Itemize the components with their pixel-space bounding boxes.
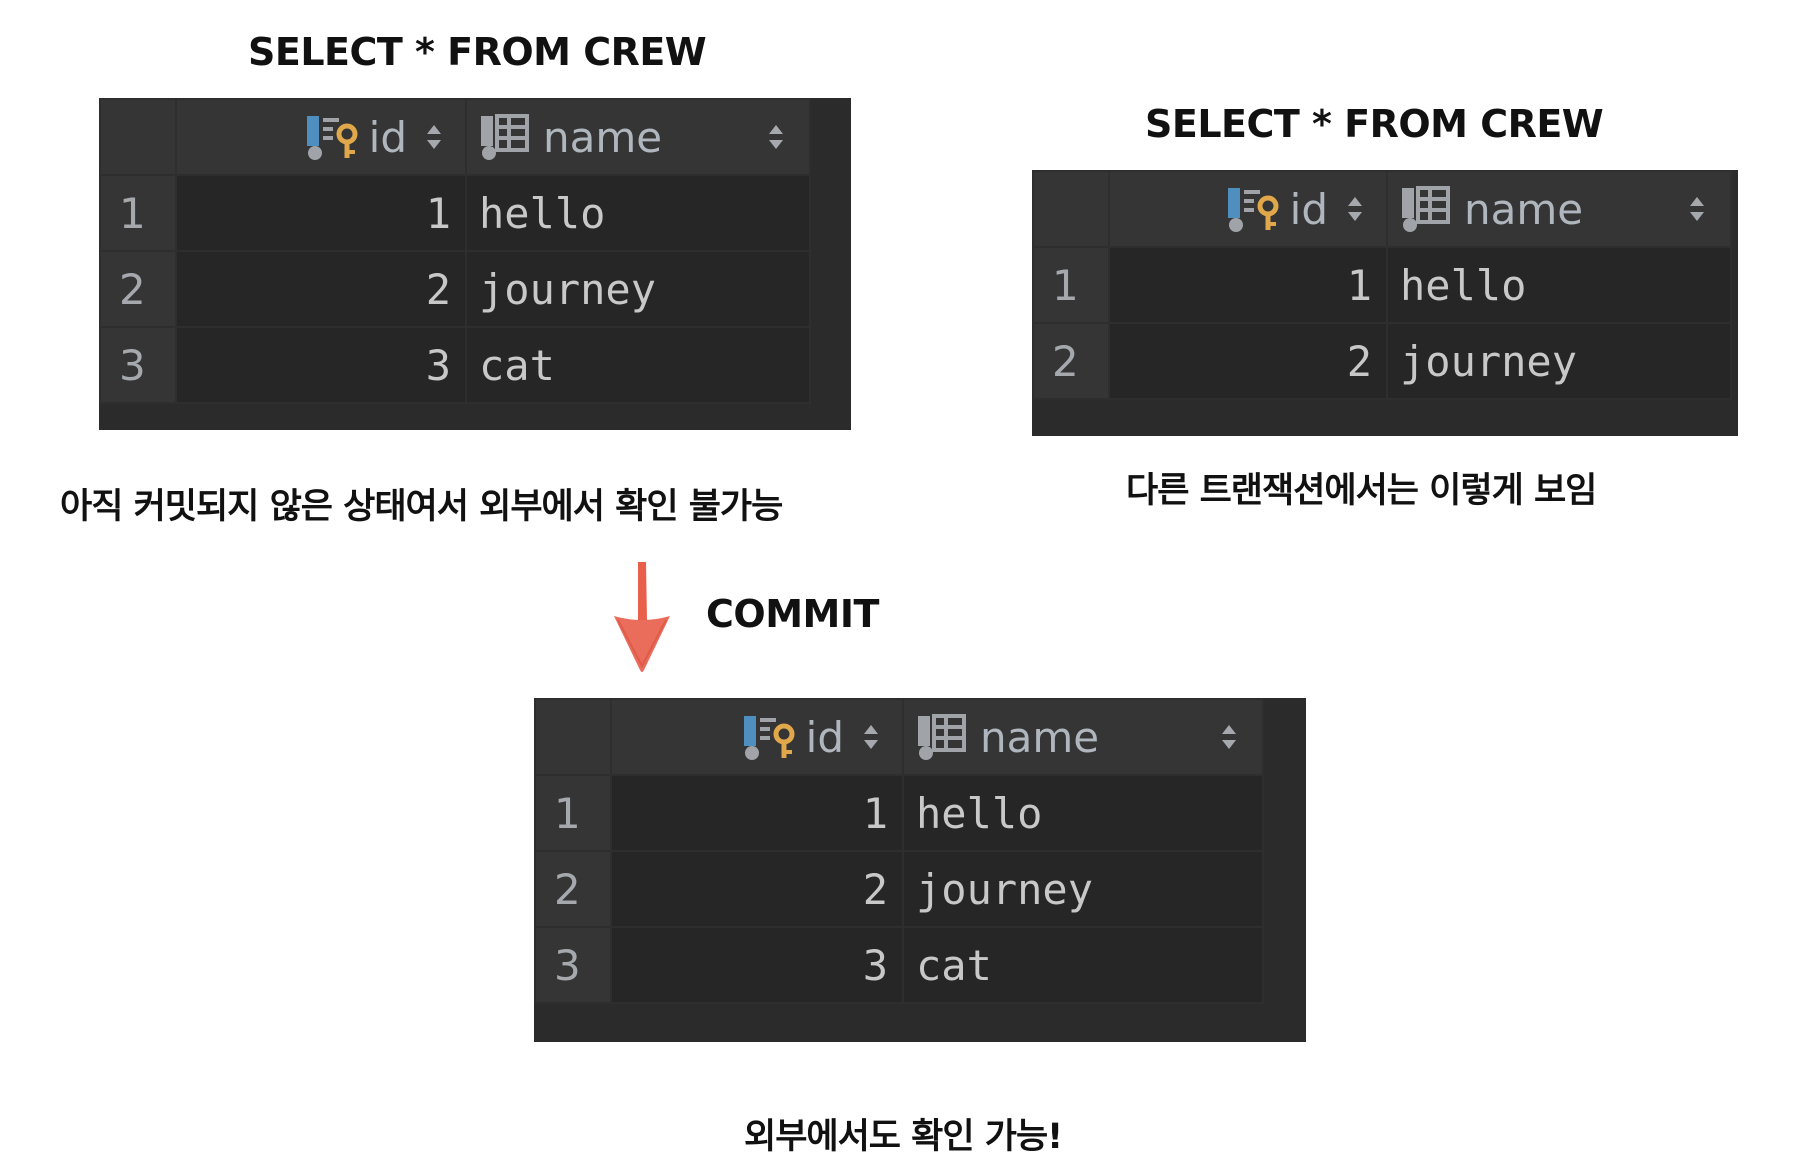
column-header-label: id [805, 712, 844, 762]
header-row: id [99, 98, 811, 176]
result-table: id [534, 698, 1264, 1004]
cell-name[interactable]: journey [1386, 322, 1732, 400]
cell-id[interactable]: 2 [1108, 322, 1388, 400]
column-icon [481, 114, 529, 160]
cell-id[interactable]: 2 [610, 850, 904, 928]
table-row[interactable]: 1 1 hello [534, 774, 1264, 852]
sort-toggle-icon[interactable] [425, 121, 443, 153]
column-header-label: id [368, 112, 407, 162]
primary-key-column-icon [306, 116, 358, 160]
column-header-label: name [980, 712, 1100, 762]
column-header-name[interactable]: name [465, 98, 811, 176]
primary-key-column-icon [1227, 188, 1279, 232]
cell-id[interactable]: 3 [610, 926, 904, 1004]
sort-toggle-icon[interactable] [1688, 193, 1706, 225]
row-number: 2 [1032, 322, 1110, 400]
sort-toggle-icon[interactable] [1346, 193, 1364, 225]
row-number: 3 [99, 326, 177, 404]
commit-label: COMMIT [706, 592, 879, 636]
column-header-name[interactable]: name [1386, 170, 1732, 248]
corner-cell [99, 98, 177, 176]
column-icon [1402, 186, 1450, 232]
row-number: 2 [534, 850, 612, 928]
cell-name[interactable]: journey [465, 250, 811, 328]
row-number: 2 [99, 250, 177, 328]
table-row[interactable]: 2 2 journey [1032, 322, 1732, 400]
table-row[interactable]: 1 1 hello [1032, 246, 1732, 324]
note-other: 다른 트랜잭션에서는 이렇게 보임 [1126, 471, 1597, 511]
cell-name[interactable]: cat [902, 926, 1264, 1004]
cell-id[interactable]: 1 [175, 174, 467, 252]
result-grid-other: id [1032, 170, 1738, 436]
table-row[interactable]: 2 2 journey [534, 850, 1264, 928]
column-header-label: name [1464, 184, 1584, 234]
cell-id[interactable]: 2 [175, 250, 467, 328]
cell-name[interactable]: journey [902, 850, 1264, 928]
commit-arrow-icon [614, 562, 670, 672]
cell-name[interactable]: hello [902, 774, 1264, 852]
row-number: 1 [99, 174, 177, 252]
sort-toggle-icon[interactable] [1220, 721, 1238, 753]
sort-toggle-icon[interactable] [862, 721, 880, 753]
cell-id[interactable]: 1 [1108, 246, 1388, 324]
note-after: 외부에서도 확인 가능! [744, 1117, 1063, 1157]
header-row: id [1032, 170, 1732, 248]
corner-cell [534, 698, 612, 776]
primary-key-column-icon [743, 716, 795, 760]
result-table: id [99, 98, 811, 404]
cell-id[interactable]: 3 [175, 326, 467, 404]
table-row[interactable]: 1 1 hello [99, 174, 811, 252]
table-row[interactable]: 3 3 cat [534, 926, 1264, 1004]
column-header-label: name [543, 112, 663, 162]
header-row: id [534, 698, 1264, 776]
column-header-label: id [1289, 184, 1328, 234]
query-label-other: SELECT * FROM CREW [1145, 102, 1604, 146]
corner-cell [1032, 170, 1110, 248]
result-table: id [1032, 170, 1732, 400]
row-number: 1 [534, 774, 612, 852]
cell-id[interactable]: 1 [610, 774, 904, 852]
column-icon [918, 714, 966, 760]
row-number: 1 [1032, 246, 1110, 324]
cell-name[interactable]: hello [465, 174, 811, 252]
row-number: 3 [534, 926, 612, 1004]
column-header-id[interactable]: id [175, 98, 467, 176]
column-header-id[interactable]: id [1108, 170, 1388, 248]
note-before: 아직 커밋되지 않은 상태여서 외부에서 확인 불가능 [60, 487, 783, 527]
column-header-name[interactable]: name [902, 698, 1264, 776]
query-label-before: SELECT * FROM CREW [248, 30, 707, 74]
sort-toggle-icon[interactable] [767, 121, 785, 153]
result-grid-before: id [99, 98, 851, 430]
result-grid-after: id [534, 698, 1306, 1042]
cell-name[interactable]: hello [1386, 246, 1732, 324]
column-header-id[interactable]: id [610, 698, 904, 776]
table-row[interactable]: 3 3 cat [99, 326, 811, 404]
cell-name[interactable]: cat [465, 326, 811, 404]
table-row[interactable]: 2 2 journey [99, 250, 811, 328]
